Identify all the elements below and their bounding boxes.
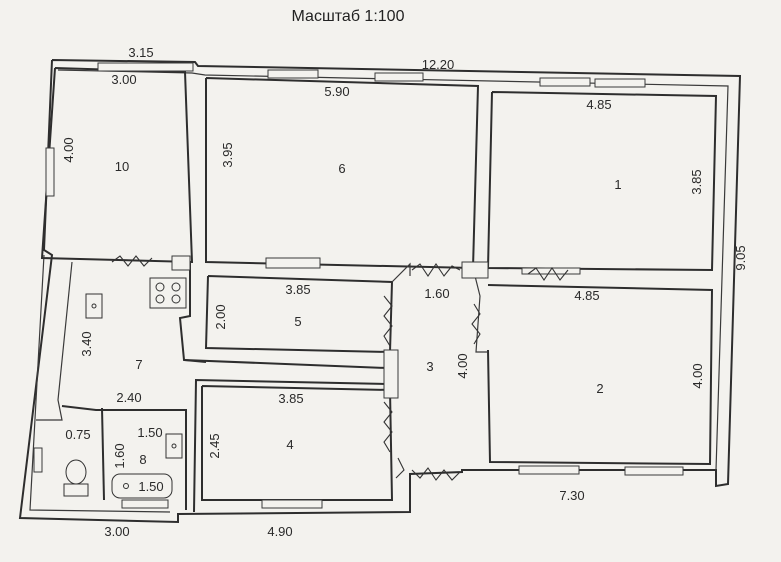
- room-1-label: 1: [614, 177, 621, 192]
- interior-walls: [36, 67, 718, 513]
- dim-label: 1.60: [112, 443, 127, 468]
- outer-walls: [18, 59, 742, 524]
- room-labels: 10 6 1 7 5 3 2 4 8: [115, 159, 622, 467]
- windows: [33, 62, 684, 509]
- room-10-label: 10: [115, 159, 129, 174]
- dim-label: 3.85: [689, 169, 704, 194]
- dim-label: 5.90: [324, 84, 349, 99]
- kitchen-sink-icon: [85, 293, 103, 319]
- dim-label: 4.85: [574, 288, 599, 303]
- dim-label: 3.40: [79, 331, 94, 356]
- room-7-label: 7: [135, 357, 142, 372]
- dim-label: 2.45: [207, 433, 222, 458]
- stove-icon: [149, 277, 187, 309]
- dim-label: 4.00: [61, 137, 76, 162]
- room-4-label: 4: [286, 437, 293, 452]
- dim-label: 3.00: [111, 72, 136, 87]
- dim-label: 0.75: [65, 427, 90, 442]
- doors: [111, 255, 569, 481]
- dim-label: 2.40: [116, 390, 141, 405]
- room-5-label: 5: [294, 314, 301, 329]
- dim-label: 3.95: [220, 142, 235, 167]
- dim-label: 1.50: [137, 425, 162, 440]
- dim-label: 4.00: [455, 353, 470, 378]
- dim-label: 3.00: [104, 524, 129, 539]
- dim-label: 4.85: [586, 97, 611, 112]
- room-8-label: 8: [139, 452, 146, 467]
- dim-label: 3.85: [285, 282, 310, 297]
- dim-label: 1.60: [424, 286, 449, 301]
- room-6-label: 6: [338, 161, 345, 176]
- fixtures: [63, 277, 187, 499]
- dimension-labels: 3.15 3.00 12.20 5.90 4.85 4.00 3.95 3.85…: [61, 45, 748, 539]
- dim-label: 12.20: [422, 57, 455, 72]
- dim-label: 3.85: [278, 391, 303, 406]
- dim-label: 7.30: [559, 488, 584, 503]
- dim-label: 9.05: [733, 245, 748, 270]
- scale-title: Масштаб 1:100: [292, 8, 405, 25]
- bathtub-icon: [111, 473, 173, 499]
- dim-label: 2.00: [213, 304, 228, 329]
- dim-label: 4.00: [690, 363, 705, 388]
- room-2-label: 2: [596, 381, 603, 396]
- dim-label: 1.50: [138, 479, 163, 494]
- dim-label: 3.15: [128, 45, 153, 60]
- dim-label: 4.90: [267, 524, 292, 539]
- toilet-icon: [63, 459, 89, 497]
- bathroom-sink-icon: [165, 433, 183, 459]
- room-3-label: 3: [426, 359, 433, 374]
